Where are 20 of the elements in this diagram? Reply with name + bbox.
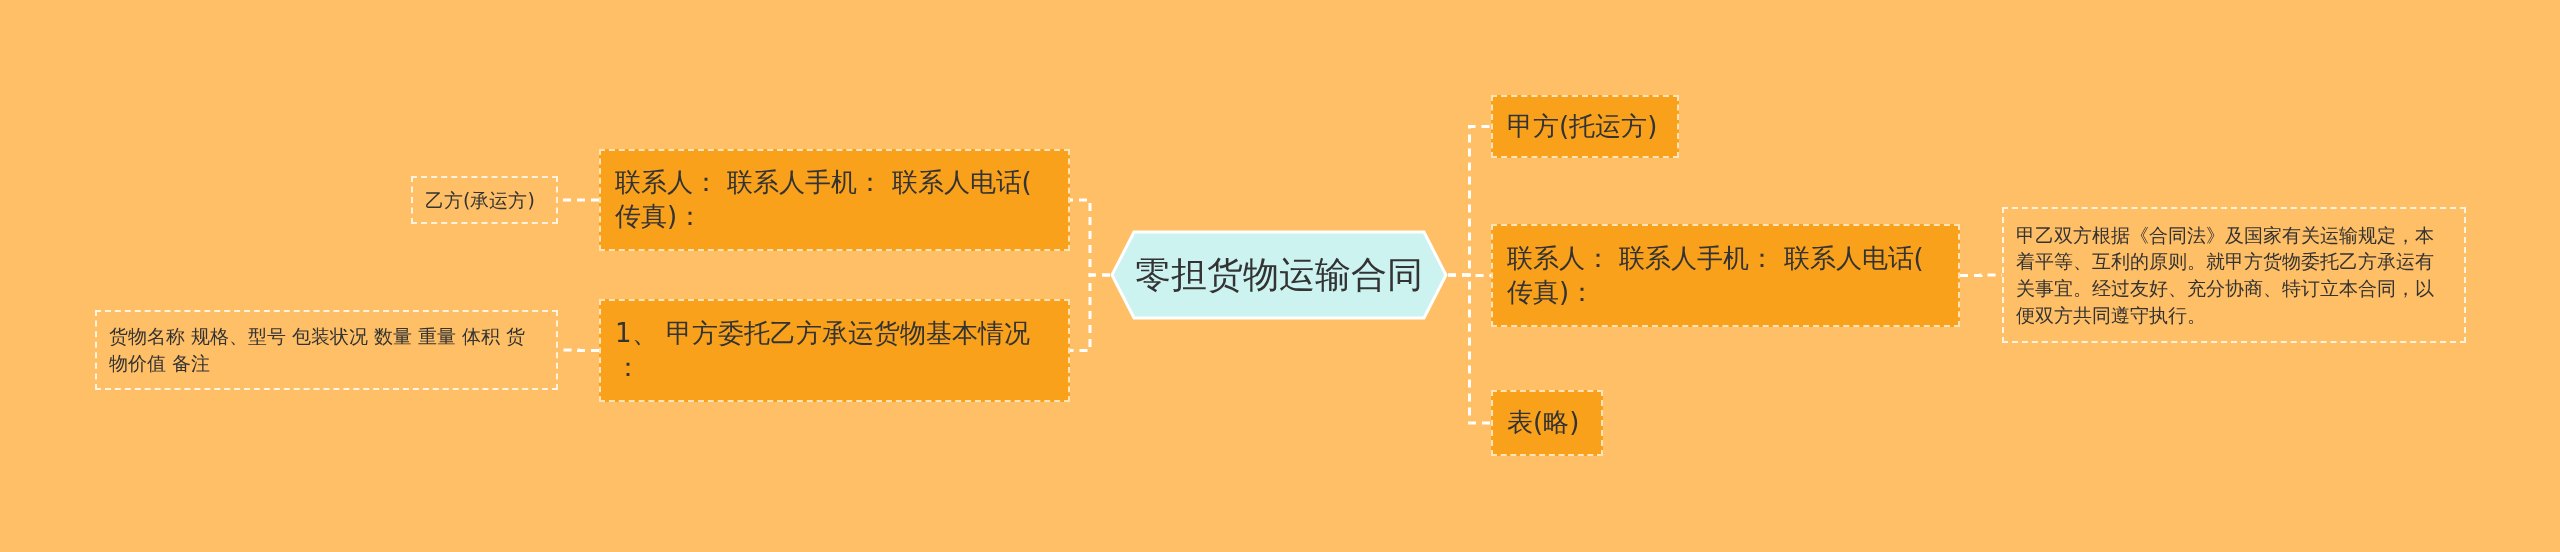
note-box [95, 310, 558, 390]
connector-line [1070, 273, 1110, 352]
topic-box [1491, 224, 1960, 327]
topic-text: 零担货物运输合同 [1135, 252, 1423, 297]
topic-box [599, 149, 1070, 251]
note-box [2002, 207, 2466, 343]
topic-text: 甲方(托运方) [1507, 109, 1658, 143]
topic-box [1491, 95, 1679, 158]
topic-text: 甲乙双方根据《合同法》及国家有关运输规定，本着平等、互利的原则。就甲方货物委托乙方承运有关事宜。经过友好、充分协商、特订立本合同，以便双方共同遵守执行。 [2016, 222, 2435, 328]
central-topic-hexagon [1110, 230, 1448, 320]
topic-box [599, 299, 1070, 402]
connector-line [1448, 273, 1491, 425]
topic-text: 1、 甲方委托乙方承运货物基本情况： [615, 316, 1031, 384]
topic-text: 联系人： 联系人手机： 联系人电话(传真)： [1507, 241, 1925, 309]
topic-text: 联系人： 联系人手机： 联系人电话(传真)： [615, 166, 1033, 233]
topic-text: 乙方(承运方) [425, 187, 535, 213]
topic-text: 货物名称 规格、型号 包装状况 数量 重量 体积 货物价值 备注 [109, 324, 527, 376]
topic-box [1491, 390, 1603, 456]
note-box [411, 176, 558, 224]
topic-text: 表(略) [1507, 406, 1580, 440]
